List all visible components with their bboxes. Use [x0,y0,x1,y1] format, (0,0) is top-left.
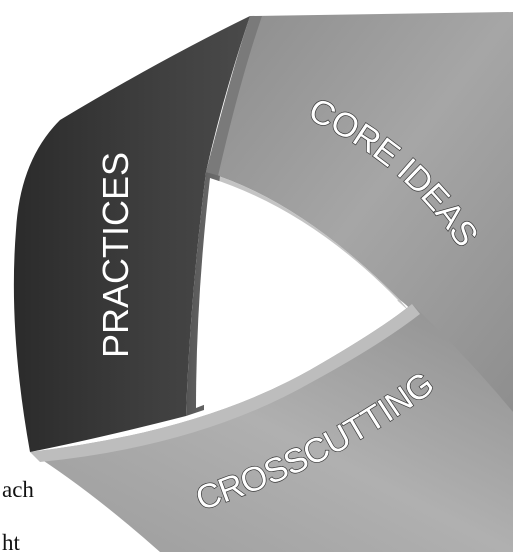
center-void [196,178,398,408]
segment-crosscutting [30,304,513,552]
partial-text-ach: ach [2,477,34,502]
label-practices: PRACTICES [95,152,136,358]
partial-text-ht: ht [2,530,20,555]
